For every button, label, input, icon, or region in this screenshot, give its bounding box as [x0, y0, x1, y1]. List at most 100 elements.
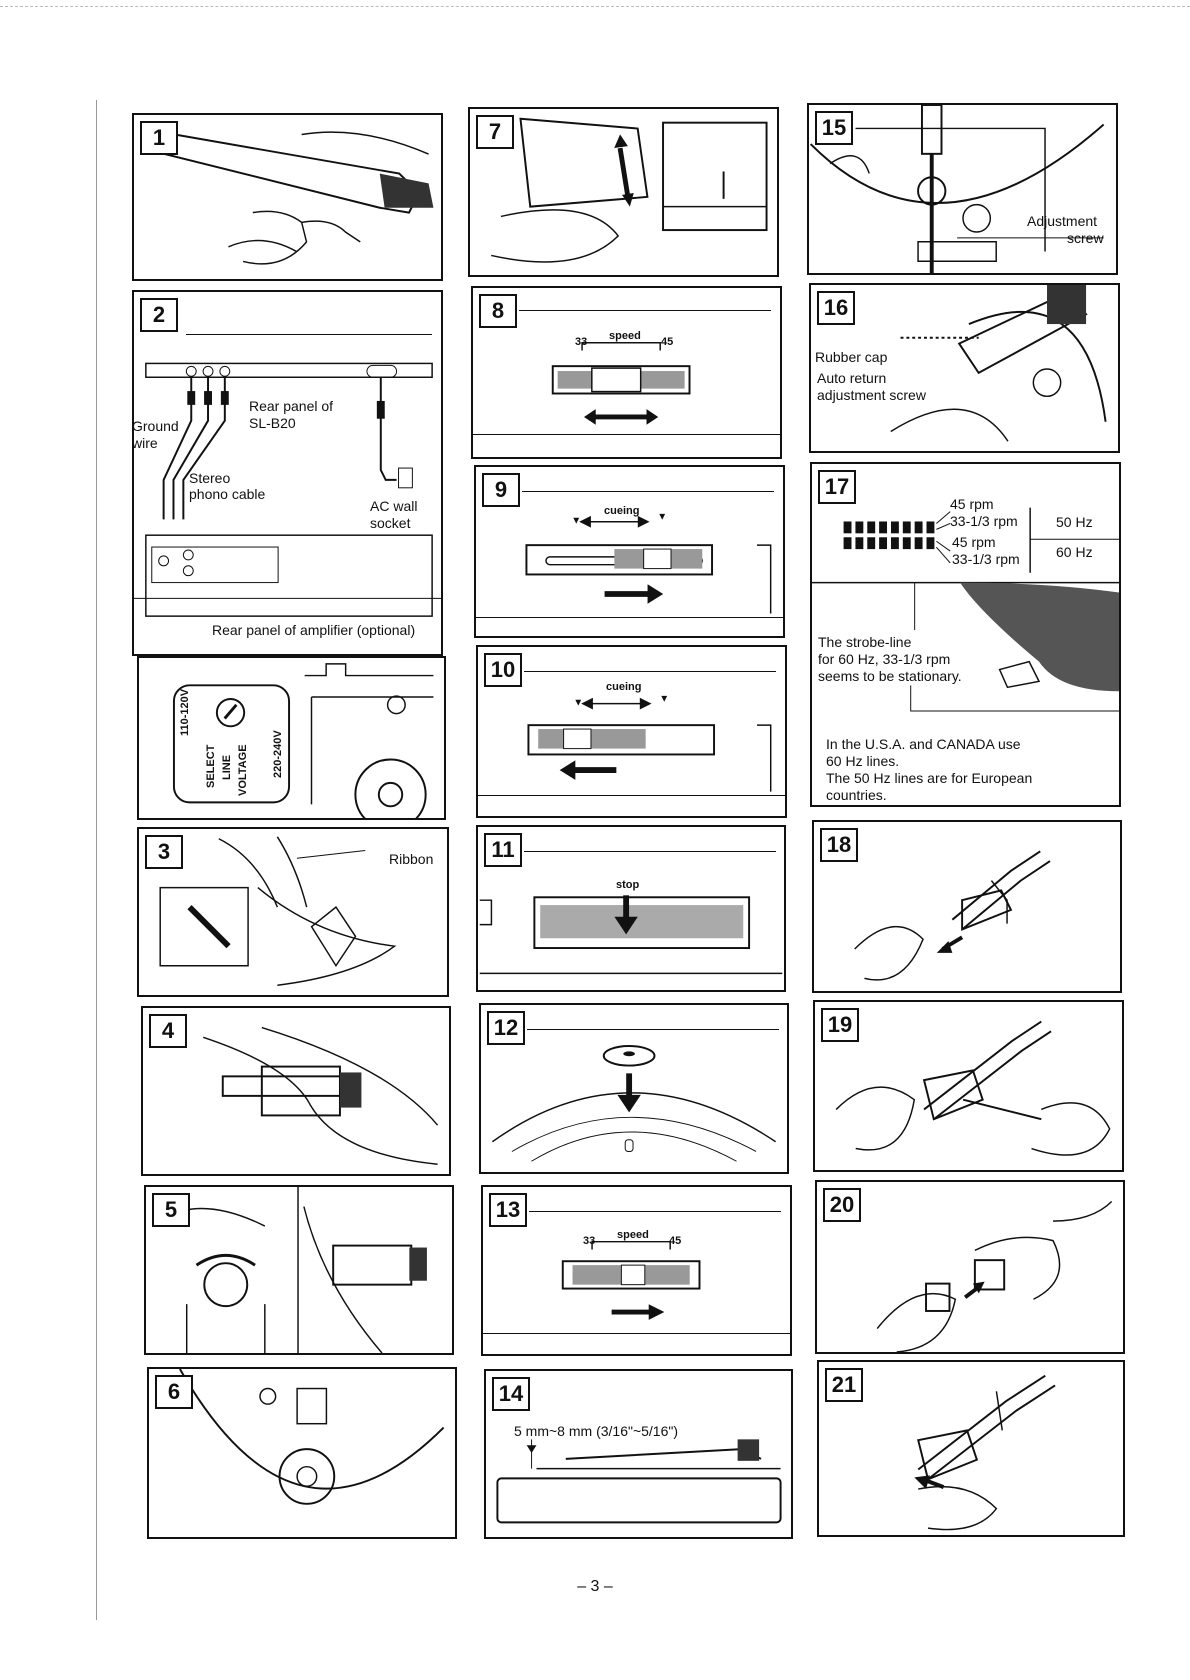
stop-label: stop: [616, 879, 640, 891]
step-number: 21: [825, 1368, 863, 1402]
phono-cable-label: phono cable: [189, 486, 266, 502]
step-5-panel: 5: [144, 1185, 454, 1355]
step-3-panel: 3 Ribbon: [137, 827, 449, 997]
step-10-panel: 10 cueing: [476, 645, 787, 818]
stylus-removal-illustration: [914, 1374, 1056, 1531]
headshell-removal-illustration: [854, 850, 1051, 981]
voltage-label: VOLTAGE: [237, 744, 249, 796]
strobe-stationary-label: seems to be stationary.: [818, 668, 962, 684]
height-adjust-screw-illustration: [809, 105, 1105, 273]
european-50hz-note: The 50 Hz lines are for European: [826, 770, 1033, 786]
step-number: 10: [484, 653, 522, 687]
adapter-placement-illustration: [491, 1045, 777, 1162]
step-7-panel: 7: [468, 107, 779, 277]
step-number: 4: [149, 1014, 187, 1048]
dust-cover-illustration: [491, 117, 768, 263]
adjustment-label: Adjustment: [1027, 213, 1098, 229]
rpm-45-60hz-label: 45 rpm: [952, 534, 996, 550]
step-8-panel: 8 33 speed 45: [471, 286, 782, 459]
step-number: 1: [140, 121, 178, 155]
ribbon-label: Ribbon: [389, 851, 434, 867]
line-label: LINE: [221, 754, 233, 780]
step-number: 2: [140, 298, 178, 332]
height-measurement-label: 5 mm~8 mm (3/16"~5/16"): [514, 1423, 679, 1439]
countries-note: countries.: [826, 787, 887, 803]
step-18-panel: 18: [812, 820, 1122, 993]
speed-label: speed: [609, 330, 641, 342]
cartridge-mounting-illustration: [835, 1020, 1111, 1156]
strobe-freq-label: for 60 Hz, 33-1/3 rpm: [818, 651, 951, 667]
step-16-panel: 16 Rubber cap Auto return adjustment scr…: [809, 283, 1120, 453]
step-6-panel: 6: [147, 1367, 457, 1539]
cueing-label: cueing: [606, 681, 642, 693]
voltage-high-label: 220-240V: [272, 730, 284, 778]
wiring-diagram: [134, 362, 441, 617]
ribbon-removal-illustration: [159, 836, 397, 986]
voltage-selector-panel: 110-120V 220-240V SELECT LINE VOLTAGE: [137, 656, 446, 820]
step-number: 13: [489, 1193, 527, 1227]
screw-label: screw: [1067, 230, 1104, 246]
step-number: 17: [818, 470, 856, 504]
step-number: 6: [155, 1375, 193, 1409]
ac-wall-label: AC wall: [370, 498, 418, 514]
stylus-insertion-illustration: [876, 1201, 1113, 1352]
cartridge-cable-illustration: [163, 131, 434, 265]
step-17-panel: 17 45 rpm 33-1/3 rpm 45 rpm 33-1/3 rpm 5…: [810, 462, 1121, 807]
height-measurement-illustration: [496, 1439, 782, 1524]
step-number: 8: [479, 294, 517, 328]
model-label: SL-B20: [249, 415, 296, 431]
step-11-panel: 11 stop: [476, 825, 786, 992]
step-15-panel: 15 Adjustment screw: [807, 103, 1118, 275]
step-number: 20: [823, 1188, 861, 1222]
rpm-33-50hz-label: 33-1/3 rpm: [950, 513, 1018, 529]
voltage-selector-illustration: [172, 663, 434, 818]
page-top-edge: [0, 6, 1190, 7]
step-number: 7: [476, 115, 514, 149]
step-9-panel: 9 cueing: [474, 465, 785, 638]
voltage-low-label: 110-120V: [179, 688, 191, 736]
cueing-lever-down-illustration: [527, 695, 772, 792]
step-12-panel: 12: [479, 1003, 789, 1174]
cueing-lever-up-illustration: [525, 513, 772, 614]
speed-33-label: 33: [583, 1235, 596, 1247]
step-number: 9: [482, 473, 520, 507]
stereo-label: Stereo: [189, 470, 231, 486]
step-number: 14: [492, 1377, 530, 1411]
step-number: 15: [815, 111, 853, 145]
step-4-panel: 4: [141, 1006, 451, 1176]
cueing-label: cueing: [604, 505, 640, 517]
step-1-panel: 1: [132, 113, 443, 281]
speed-45-label: 45: [669, 1235, 682, 1247]
step-number: 3: [145, 835, 183, 869]
binding-margin-line: [96, 100, 97, 1620]
stop-button-illustration: [479, 895, 783, 975]
step-number: 16: [817, 291, 855, 325]
auto-return-screw-illustration: [890, 285, 1107, 442]
speed-33-label: 33: [575, 336, 588, 348]
speed-45-label: 45: [661, 336, 674, 348]
step-number: 18: [820, 828, 858, 862]
step-number: 11: [484, 833, 522, 867]
speed-label: speed: [617, 1229, 649, 1241]
strobe-illustration: [812, 507, 1119, 712]
select-label: SELECT: [205, 744, 217, 788]
wire-label: wire: [132, 435, 158, 451]
step-number: 19: [821, 1008, 859, 1042]
auto-return-label: Auto return: [817, 370, 887, 386]
socket-label: socket: [370, 515, 411, 531]
step-number: 12: [487, 1011, 525, 1045]
rpm-45-50hz-label: 45 rpm: [950, 496, 994, 512]
ground-label: Ground: [132, 418, 179, 434]
anti-skate-dial-illustration: [179, 1369, 445, 1505]
step-21-panel: 21: [817, 1360, 1125, 1537]
amplifier-caption: Rear panel of amplifier (optional): [212, 622, 416, 638]
hz-60-label: 60 Hz: [1056, 544, 1093, 560]
hz-50-label: 50 Hz: [1056, 514, 1093, 530]
counterweight-adjust-illustration: [166, 1187, 427, 1353]
usa-60hz-note: 60 Hz lines.: [826, 753, 900, 769]
step-number: 5: [152, 1193, 190, 1227]
rubber-cap-label: Rubber cap: [815, 349, 888, 365]
strobe-line-label: The strobe-line: [818, 634, 912, 650]
adjustment-screw-label: adjustment screw: [817, 387, 926, 403]
step-13-panel: 13 33 speed 45: [481, 1185, 792, 1356]
